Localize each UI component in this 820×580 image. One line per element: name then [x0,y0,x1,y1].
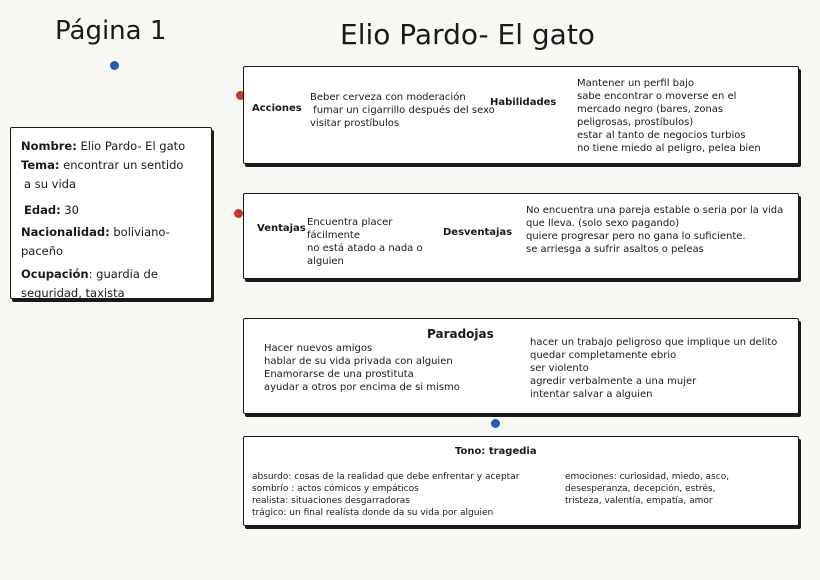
habilidades-item: no tiene miedo al peligro, pelea bien [577,143,761,154]
tono-left-list: absurdo: cosas de la realidad que debe e… [252,471,519,519]
desventajas-list: No encuentra una pareja estable o seria … [526,204,783,256]
tono-left-item: trágico: un final realista donde da su v… [252,508,494,518]
ventajas-desventajas-card: Ventajas Encuentra placer fácilmente no … [243,193,799,279]
paradojas-left-item: hablar de su vida privada con alguien [264,356,453,367]
acciones-label: Acciones [252,103,302,114]
tono-right-item: emociones: curiosidad, miedo, asco, [565,472,730,482]
connector-dot-red-acciones [236,91,245,100]
ventajas-item: Encuentra placer [307,217,393,228]
acciones-item: fumar un cigarrillo después del sexo [310,105,495,116]
paradojas-right-list: hacer un trabajo peligroso que implique … [530,336,777,401]
acciones-list: Beber cerveza con moderación fumar un ci… [310,91,495,130]
tono-left-item: realista: situaciones desgarradoras [252,496,410,506]
acciones-habilidades-card: Acciones Beber cerveza con moderación fu… [243,66,799,164]
paradojas-right-item: quedar completamente ebrio [530,350,677,361]
profile-nacionalidad: Nacionalidad: boliviano-paceño [21,225,170,258]
paradojas-right-item: intentar salvar a alguien [530,389,653,400]
habilidades-list: Mantener un perfil bajo sabe encontrar o… [577,77,761,155]
tono-left-item: absurdo: cosas de la realidad que debe e… [252,472,520,482]
desventajas-item: No encuentra una pareja estable o seria … [526,205,784,216]
paradojas-right-item: ser violento [530,363,589,374]
tono-right-list: emociones: curiosidad, miedo, asco, dese… [565,471,729,507]
habilidades-item: sabe encontrar o moverse en el [577,91,737,102]
profile-ocupacion-cont: seguridad, taxista [21,286,125,300]
paradojas-right-item: agredir verbalmente a una mujer [530,376,697,387]
habilidades-item: estar al tanto de negocios turbios [577,130,746,141]
paradojas-left-item: Hacer nuevos amigos [264,343,373,354]
tono-left-item: sombrío : actos cómicos y empáticos [252,484,419,494]
habilidades-item: Mantener un perfil bajo [577,78,695,89]
desventajas-label: Desventajas [443,227,513,238]
paradojas-card: Paradojas Hacer nuevos amigos hablar de … [243,318,799,414]
desventajas-item: se arriesga a sufrir asaltos o peleas [526,244,704,255]
ventajas-item: alguien [307,256,344,267]
tono-right-item: tristeza, valentía, empatía, amor [565,496,713,506]
desventajas-item: que lleva. (solo sexo pagando) [526,218,680,229]
habilidades-item: mercado negro (bares, zonas [577,104,724,115]
paradojas-left-item: ayudar a otros por encima de si mismo [264,382,460,393]
page-label: Página 1 [55,16,167,46]
ventajas-list: Encuentra placer fácilmente no está atad… [307,216,423,268]
habilidades-item: peligrosas, prostíbulos) [577,117,694,128]
ventajas-item: no está atado a nada o [307,243,423,254]
acciones-item: visitar prostíbulos [310,118,400,129]
paradojas-label: Paradojas [427,327,494,341]
main-title: Elio Pardo- El gato [340,18,595,51]
profile-card: Nombre: Elio Pardo- El gato Tema: encont… [10,127,212,300]
connector-dot-red-ventajas [234,209,243,218]
profile-tema: Tema: encontrar un sentido [21,158,184,172]
profile-tema-cont: a su vida [24,177,76,191]
tono-right-item: desesperanza, decepción, estrés, [565,484,716,494]
acciones-item: Beber cerveza con moderación [310,92,466,103]
connector-dot-blue-profile [110,61,119,70]
connector-dot-blue-tono [491,419,500,428]
tono-card: Tono: tragedia absurdo: cosas de la real… [243,436,799,526]
profile-nombre: Nombre: Elio Pardo- El gato [21,139,186,153]
paradojas-right-item: hacer un trabajo peligroso que implique … [530,337,778,348]
paradojas-left-item: Enamorarse de una prostituta [264,369,414,380]
profile-edad: Edad: 30 [24,203,79,217]
desventajas-item: quiere progresar pero no gana lo suficie… [526,231,746,242]
tono-label: Tono: tragedia [455,446,537,457]
ventajas-label: Ventajas [257,223,306,234]
profile-ocupacion: Ocupación: guardia de [21,267,158,281]
paradojas-left-list: Hacer nuevos amigos hablar de su vida pr… [264,342,460,394]
ventajas-item: fácilmente [307,230,361,241]
habilidades-label: Habilidades [490,97,557,108]
